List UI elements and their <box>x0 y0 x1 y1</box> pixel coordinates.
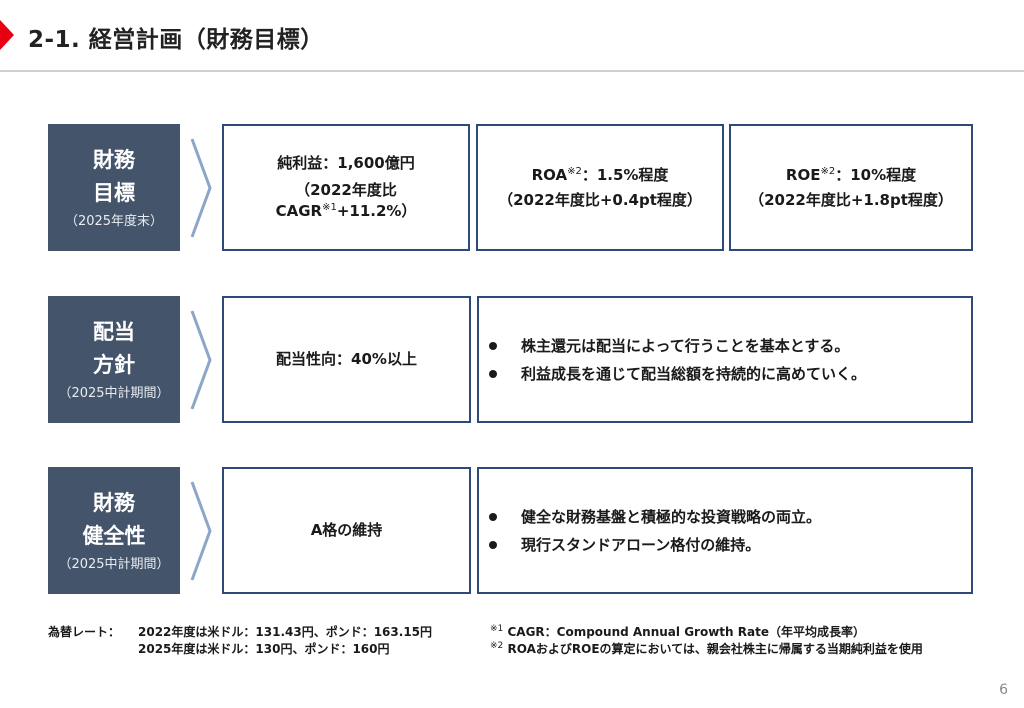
list-item: 現行スタンドアローン格付の維持。 <box>489 531 971 559</box>
list-item: 利益成長を通じて配当総額を持続的に高めていく。 <box>489 360 971 388</box>
bullet-icon <box>489 512 497 521</box>
bullet-icon <box>489 369 497 378</box>
fx-rate-2022: 2022年度は米ドル：131.43円、ポンド：163.15円 <box>138 625 433 639</box>
bullet-icon <box>489 341 497 350</box>
bullet-icon <box>489 540 497 549</box>
roa-target-box: ROA※2：1.5%程度 （2022年度比+0.4pt程度） <box>476 124 724 251</box>
page-number: 6 <box>999 682 1008 698</box>
credit-rating-box: A格の維持 <box>222 467 471 594</box>
red-arrow-icon <box>0 20 14 50</box>
row-label-financial-soundness: 財務 健全性 （2025中計期間） <box>48 467 180 594</box>
footnote-1: ※1 CAGR：Compound Annual Growth Rate（年平均成… <box>490 624 865 640</box>
fx-rate-label: 為替レート： <box>48 625 121 639</box>
row-label-financial-targets: 財務 目標 （2025年度末） <box>48 124 180 251</box>
chevron-right-icon <box>190 310 212 410</box>
footnote-2: ※2 ROAおよびROEの算定においては、親会社株主に帰属する当期純利益を使用 <box>490 641 923 657</box>
payout-ratio-box: 配当性向：40%以上 <box>222 296 471 423</box>
dividend-policy-bullets: 株主還元は配当によって行うことを基本とする。 利益成長を通じて配当総額を持続的に… <box>477 296 973 423</box>
financial-soundness-bullets: 健全な財務基盤と積極的な投資戦略の両立。 現行スタンドアローン格付の維持。 <box>477 467 973 594</box>
list-item: 健全な財務基盤と積極的な投資戦略の両立。 <box>489 503 971 531</box>
chevron-right-icon <box>190 138 212 238</box>
chevron-right-icon <box>190 481 212 581</box>
list-item: 株主還元は配当によって行うことを基本とする。 <box>489 332 971 360</box>
net-income-target-box: 純利益：1,600億円 （2022年度比 CAGR※1+11.2%） <box>222 124 470 251</box>
roe-target-box: ROE※2：10%程度 （2022年度比+1.8pt程度） <box>729 124 973 251</box>
row-label-dividend-policy: 配当 方針 （2025中計期間） <box>48 296 180 423</box>
fx-rate-2025: 2025年度は米ドル：130円、ポンド：160円 <box>138 642 390 656</box>
page-header: 2-1. 経営計画（財務目標） <box>0 0 1024 72</box>
page-title: 2-1. 経営計画（財務目標） <box>28 27 324 53</box>
